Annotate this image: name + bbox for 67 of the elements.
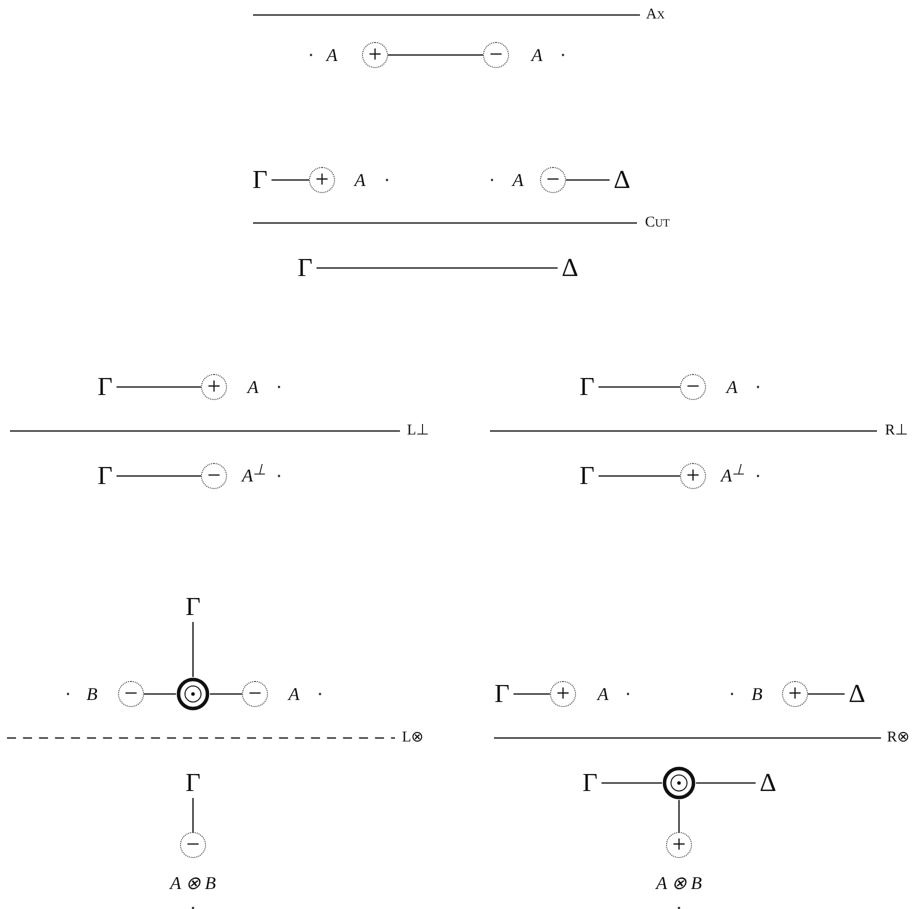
polarity-circle: + <box>362 42 388 68</box>
connector-line <box>808 693 845 695</box>
polarity-circle: − <box>201 463 227 489</box>
polarity-circle: − <box>180 832 206 858</box>
connector-line <box>514 693 550 695</box>
context-symbol: Γ <box>297 255 313 281</box>
formula-label: A <box>598 685 608 703</box>
formula-label: A <box>726 378 738 396</box>
connector-line <box>192 798 194 832</box>
formula-label: A$^{⊥}$ <box>242 464 266 484</box>
polarity-circle: + <box>782 681 808 707</box>
rule-name: R⊥ <box>885 424 908 438</box>
connector-line <box>272 179 309 181</box>
polarity-circle: − <box>680 374 706 400</box>
polarity-circle: − <box>118 681 144 707</box>
connector-line <box>316 267 558 269</box>
connector-line <box>598 475 680 477</box>
connector-line <box>116 386 201 388</box>
context-symbol: Γ <box>494 681 510 707</box>
formula-label: A <box>326 46 338 64</box>
connector-line <box>388 54 483 56</box>
polarity-circle: + <box>309 167 335 193</box>
context-symbol: Γ <box>97 463 113 489</box>
context-symbol: Γ <box>185 594 201 620</box>
polarity-circle: + <box>201 374 227 400</box>
context-symbol: Γ <box>582 770 598 796</box>
context-symbol: Γ <box>252 167 268 193</box>
context-symbol: Γ <box>579 374 595 400</box>
rule-name: Ax <box>646 8 665 22</box>
formula-label: A <box>532 46 542 64</box>
formula-label: A <box>354 171 366 189</box>
connector-line <box>210 693 242 695</box>
context-symbol: Δ <box>760 770 776 796</box>
rule-name: L⊗ <box>402 730 424 746</box>
context-symbol: Δ <box>614 167 630 193</box>
polarity-circle: − <box>483 42 509 68</box>
rule-name: Cut <box>645 216 670 230</box>
connector-line <box>602 782 662 784</box>
connector-line <box>678 800 680 832</box>
formula-label: A <box>512 171 524 189</box>
rule-name: R⊗ <box>887 730 910 746</box>
formula-label: B <box>86 685 98 703</box>
tensor-circle-icon <box>662 766 696 800</box>
rule-name: L⊥ <box>407 424 430 438</box>
polarity-circle: + <box>666 832 692 858</box>
formula-label: A <box>248 378 258 396</box>
polarity-circle: − <box>540 167 566 193</box>
polarity-circle: + <box>550 681 576 707</box>
formula-label: B <box>752 685 762 703</box>
connector-line <box>192 622 194 677</box>
connector-line <box>116 475 201 477</box>
formula-label: A <box>288 685 300 703</box>
context-symbol: Δ <box>562 255 578 281</box>
context-symbol: Γ <box>97 374 113 400</box>
connector-line <box>566 179 610 181</box>
formula-label: A ⊗ B <box>656 874 702 892</box>
context-symbol: Γ <box>579 463 595 489</box>
tensor-circle-icon <box>176 677 210 711</box>
polarity-circle: + <box>680 463 706 489</box>
formula-label: A ⊗ B <box>170 874 216 892</box>
polarity-circle: − <box>242 681 268 707</box>
connector-line <box>144 693 176 695</box>
formula-label: A$^{⊥}$ <box>721 464 745 484</box>
context-symbol: Γ <box>185 770 201 796</box>
connector-line <box>598 386 680 388</box>
context-symbol: Δ <box>848 681 866 707</box>
connector-line <box>696 782 756 784</box>
